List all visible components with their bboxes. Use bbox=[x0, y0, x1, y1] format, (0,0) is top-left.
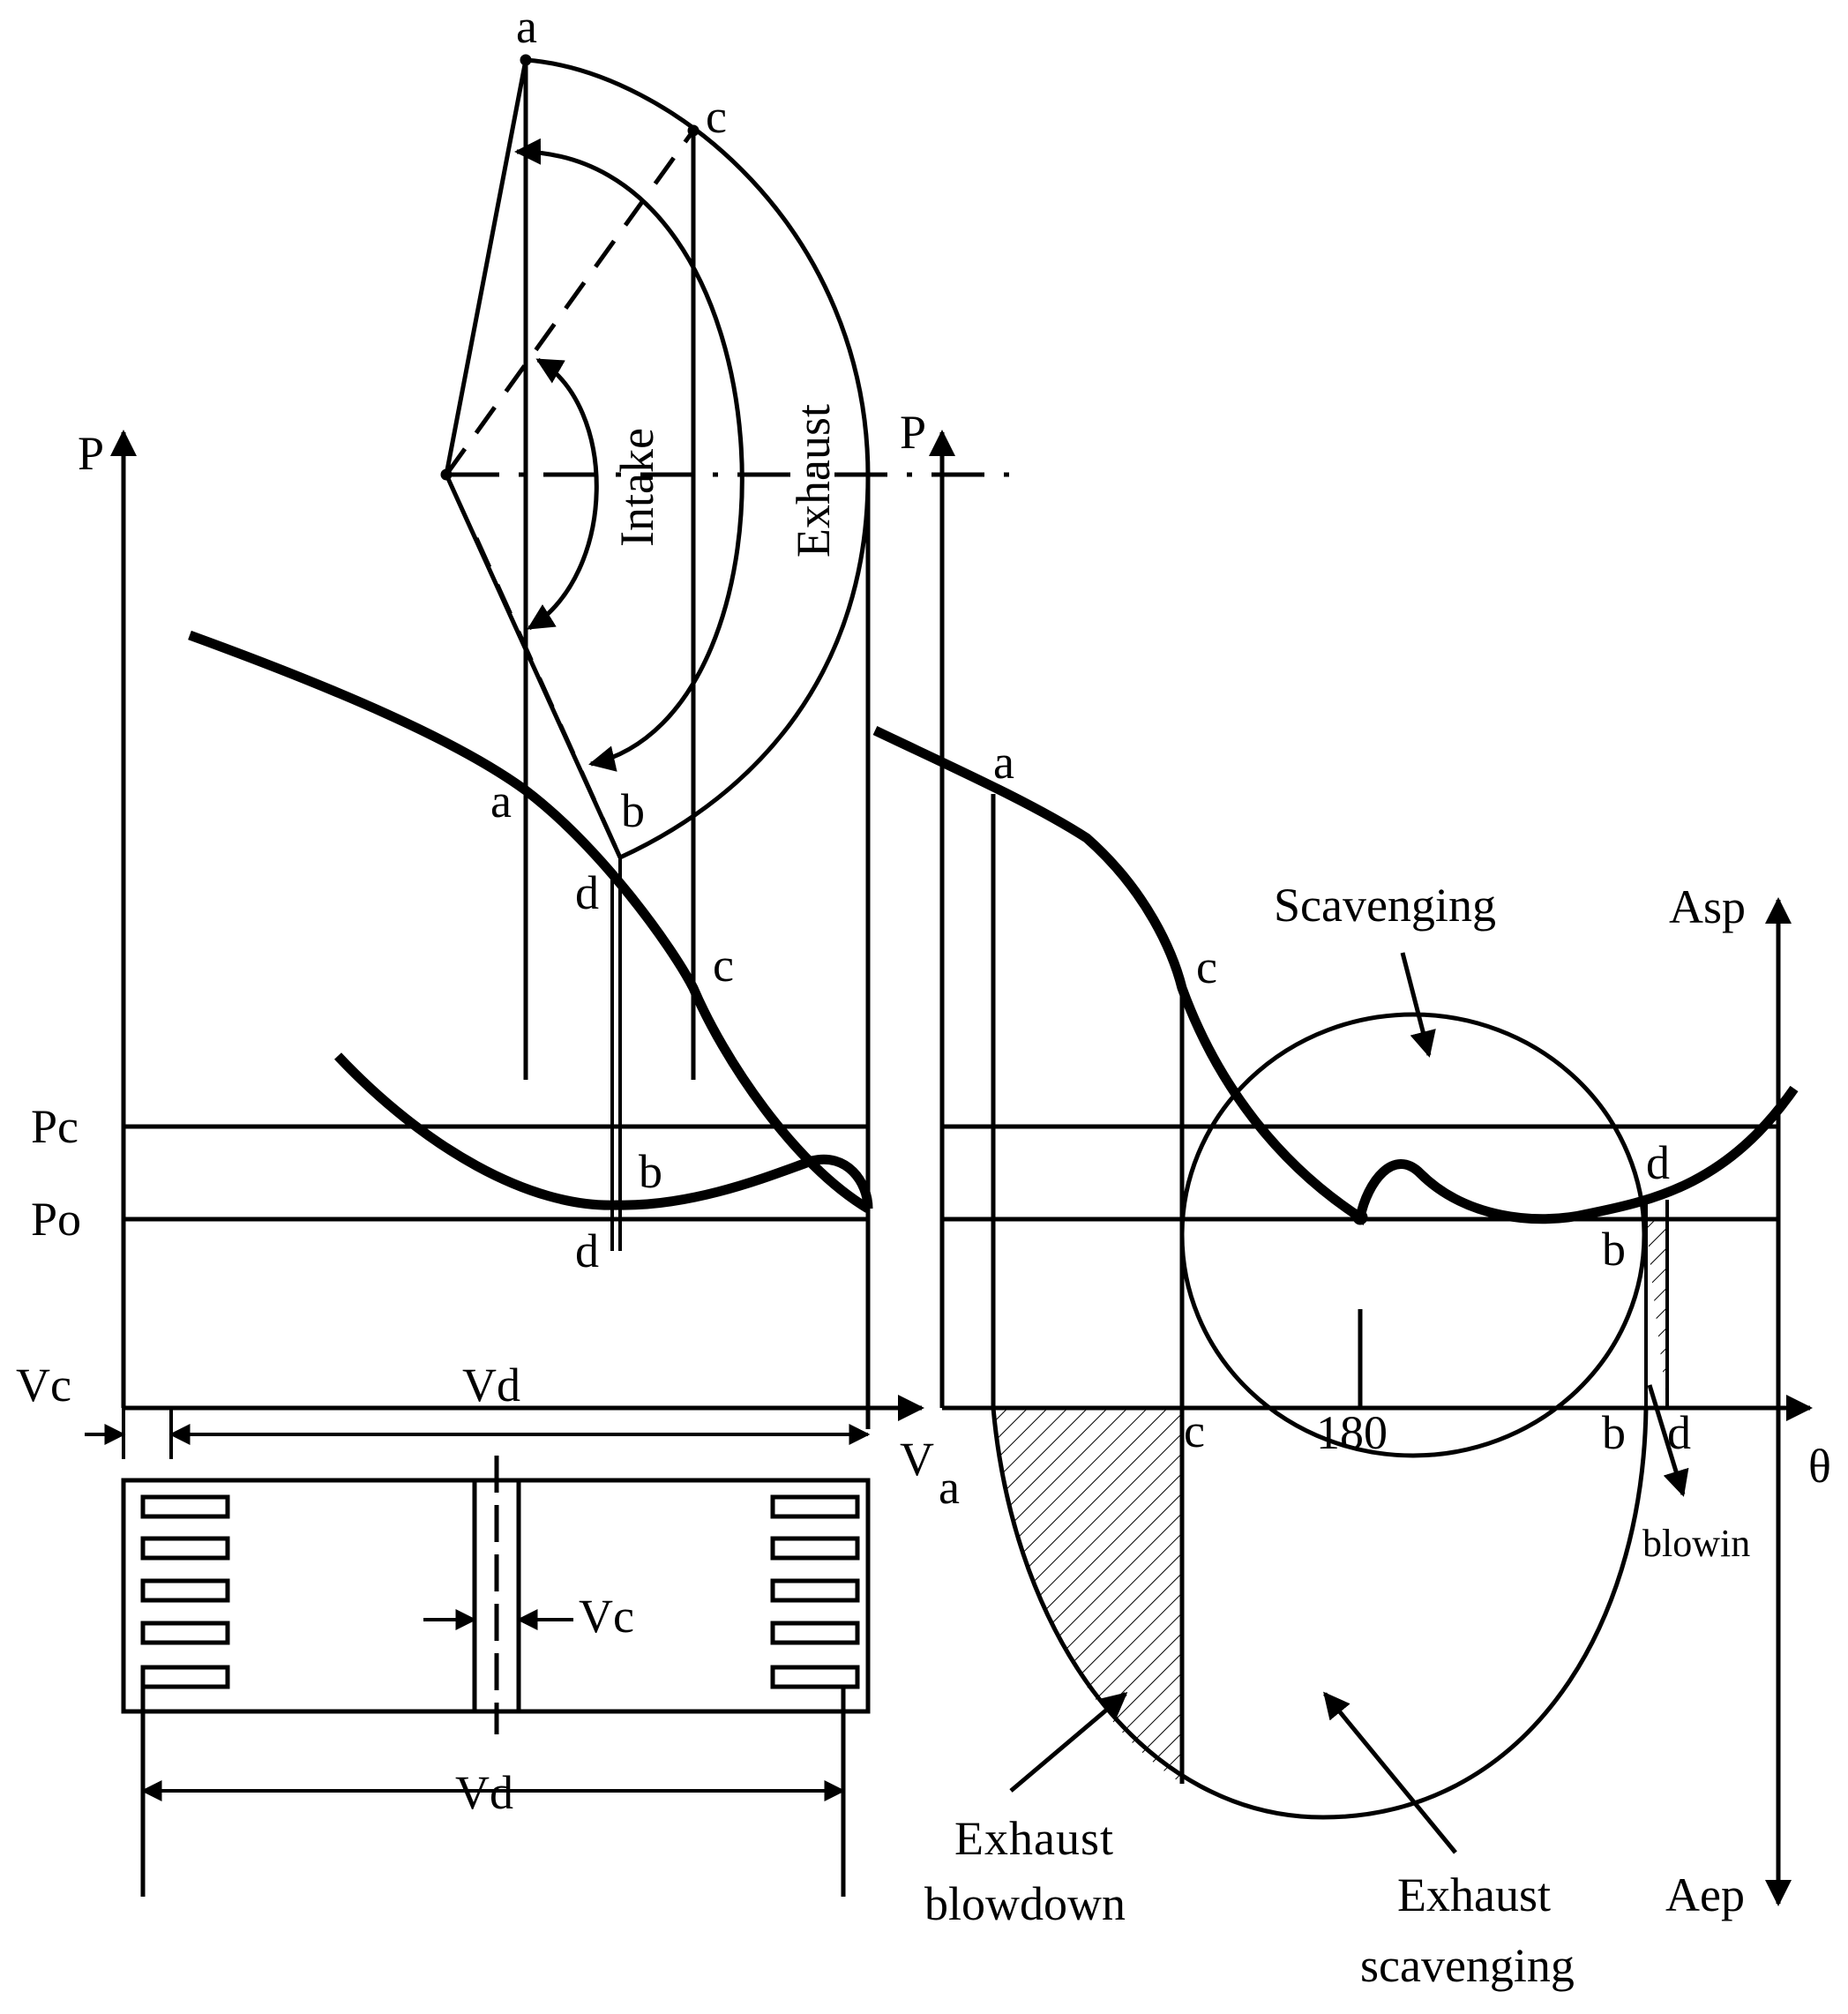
asp-label: Asp bbox=[1669, 880, 1746, 933]
curve-label-a: a bbox=[490, 775, 512, 827]
x-label-b: b bbox=[1602, 1406, 1626, 1459]
aep-label: Aep bbox=[1665, 1868, 1745, 1921]
x-label-d: d bbox=[1667, 1406, 1691, 1459]
blowdown-hatch bbox=[993, 1408, 1182, 1784]
blowin-label: blowin bbox=[1642, 1522, 1750, 1565]
vc-label: Vc bbox=[16, 1359, 71, 1411]
po-label: Po bbox=[31, 1193, 81, 1246]
theta-label: θ bbox=[1808, 1440, 1831, 1493]
crank-label-c: c bbox=[706, 90, 727, 143]
scavenging-arrow bbox=[1400, 952, 1436, 1058]
pc-label: Pc bbox=[31, 1100, 79, 1153]
right-pt-b: b bbox=[1602, 1223, 1626, 1276]
x-label-180: 180 bbox=[1316, 1406, 1388, 1459]
vd-label: Vd bbox=[462, 1359, 520, 1411]
left-port-2 bbox=[140, 1536, 230, 1561]
right-port-2 bbox=[770, 1536, 860, 1561]
right-port-4 bbox=[770, 1621, 860, 1645]
crank-label-a: a bbox=[516, 0, 537, 53]
exhaust-area-curve bbox=[991, 1407, 1649, 1820]
curve-label-b-low: b bbox=[639, 1145, 662, 1198]
right-p-label: P bbox=[900, 406, 926, 459]
left-p-label: P bbox=[78, 427, 104, 480]
left-pv-diagram bbox=[110, 54, 1010, 1429]
cylinder-schematic bbox=[121, 1456, 871, 1897]
exhaust-label: Exhaust bbox=[787, 404, 840, 558]
crank-point-a bbox=[520, 54, 532, 66]
crank-point-c bbox=[687, 124, 700, 137]
curve-label-d: d bbox=[575, 866, 599, 919]
crank-dashed-c bbox=[444, 129, 696, 476]
vc-vd-dimension bbox=[85, 1408, 871, 1459]
scavenging-area-curve bbox=[1179, 1012, 1647, 1458]
crank-center bbox=[440, 468, 453, 481]
cyl-vd-label: Vd bbox=[455, 1766, 513, 1819]
x-label-a: a bbox=[939, 1461, 960, 1514]
blowin-arrow bbox=[1647, 1384, 1689, 1497]
right-pt-d: d bbox=[1646, 1136, 1670, 1189]
curve-label-d-low: d bbox=[575, 1224, 599, 1277]
right-pt-a: a bbox=[993, 736, 1014, 789]
right-ptheta-diagram bbox=[872, 430, 1813, 1906]
left-port-5 bbox=[140, 1665, 230, 1689]
curve-label-c: c bbox=[713, 939, 734, 992]
left-port-1 bbox=[140, 1494, 230, 1519]
x-label-c: c bbox=[1184, 1404, 1205, 1457]
scavenging-label: Scavenging bbox=[1274, 879, 1496, 932]
blowin-hatch bbox=[1646, 1219, 1667, 1403]
intake-arrow bbox=[527, 357, 599, 631]
pressure-curve bbox=[872, 726, 1799, 1226]
right-pt-c: c bbox=[1196, 940, 1217, 993]
left-port-3 bbox=[140, 1578, 230, 1603]
blowdown-label-2: blowdown bbox=[924, 1877, 1126, 1930]
exhaust-arrow bbox=[514, 138, 744, 772]
cyl-vc-label: Vc bbox=[579, 1590, 634, 1643]
left-port-4 bbox=[140, 1621, 230, 1645]
crank-arc bbox=[525, 57, 871, 860]
exhaust-scav-arrow bbox=[1323, 1691, 1457, 1854]
right-port-1 bbox=[770, 1494, 860, 1519]
scav-label-2: scavenging bbox=[1360, 1939, 1575, 1992]
curve-label-b: b bbox=[621, 784, 645, 837]
right-port-3 bbox=[770, 1578, 860, 1603]
blowdown-label-1: Exhaust bbox=[954, 1812, 1114, 1865]
blowdown-arrow bbox=[1009, 1692, 1128, 1793]
intake-label: Intake bbox=[610, 428, 663, 547]
right-port-5 bbox=[770, 1665, 860, 1689]
pressure-point-180 bbox=[1352, 1209, 1368, 1225]
left-v-label: V bbox=[900, 1433, 934, 1486]
scav-label-1: Exhaust bbox=[1397, 1868, 1551, 1921]
compression-curve bbox=[333, 1052, 873, 1210]
expansion-curve bbox=[188, 630, 871, 1213]
